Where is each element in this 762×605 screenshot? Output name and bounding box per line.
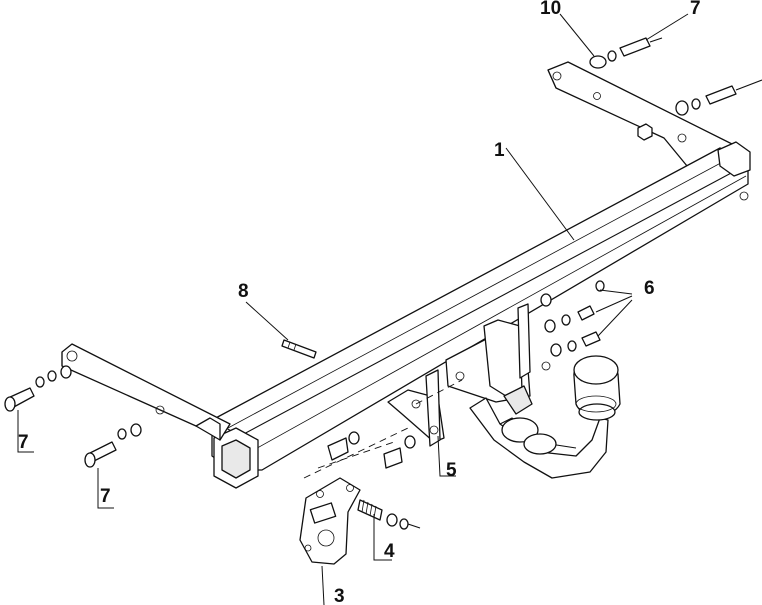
callout-6: 6 (644, 278, 655, 299)
bolt-set-6 (540, 280, 605, 357)
tow-ball (573, 355, 621, 421)
spring-bolt-4 (357, 499, 421, 530)
callout-4: 4 (384, 541, 395, 562)
assembly-dash-lines (303, 379, 463, 479)
left-mounting-bracket (61, 343, 231, 441)
callout-1: 1 (494, 140, 505, 161)
callout-3: 3 (334, 586, 345, 605)
neck-mount-plate (445, 303, 551, 403)
left-bolts-7 (4, 365, 142, 468)
callout-7-top: 7 (690, 0, 701, 19)
socket-plate-3 (299, 477, 361, 565)
main-cross-beam (211, 141, 751, 489)
ball-coupling-neck (469, 385, 609, 479)
bracket-5 (327, 369, 445, 469)
callout-7-left-lower: 7 (100, 486, 111, 507)
callout-8: 8 (238, 281, 249, 302)
callout-10: 10 (540, 0, 561, 19)
top-bolts-7-10 (589, 37, 762, 116)
stud-8 (281, 339, 317, 359)
callout-5: 5 (446, 460, 457, 481)
callout-7-left-upper: 7 (18, 432, 29, 453)
leader-lines (17, 13, 689, 605)
